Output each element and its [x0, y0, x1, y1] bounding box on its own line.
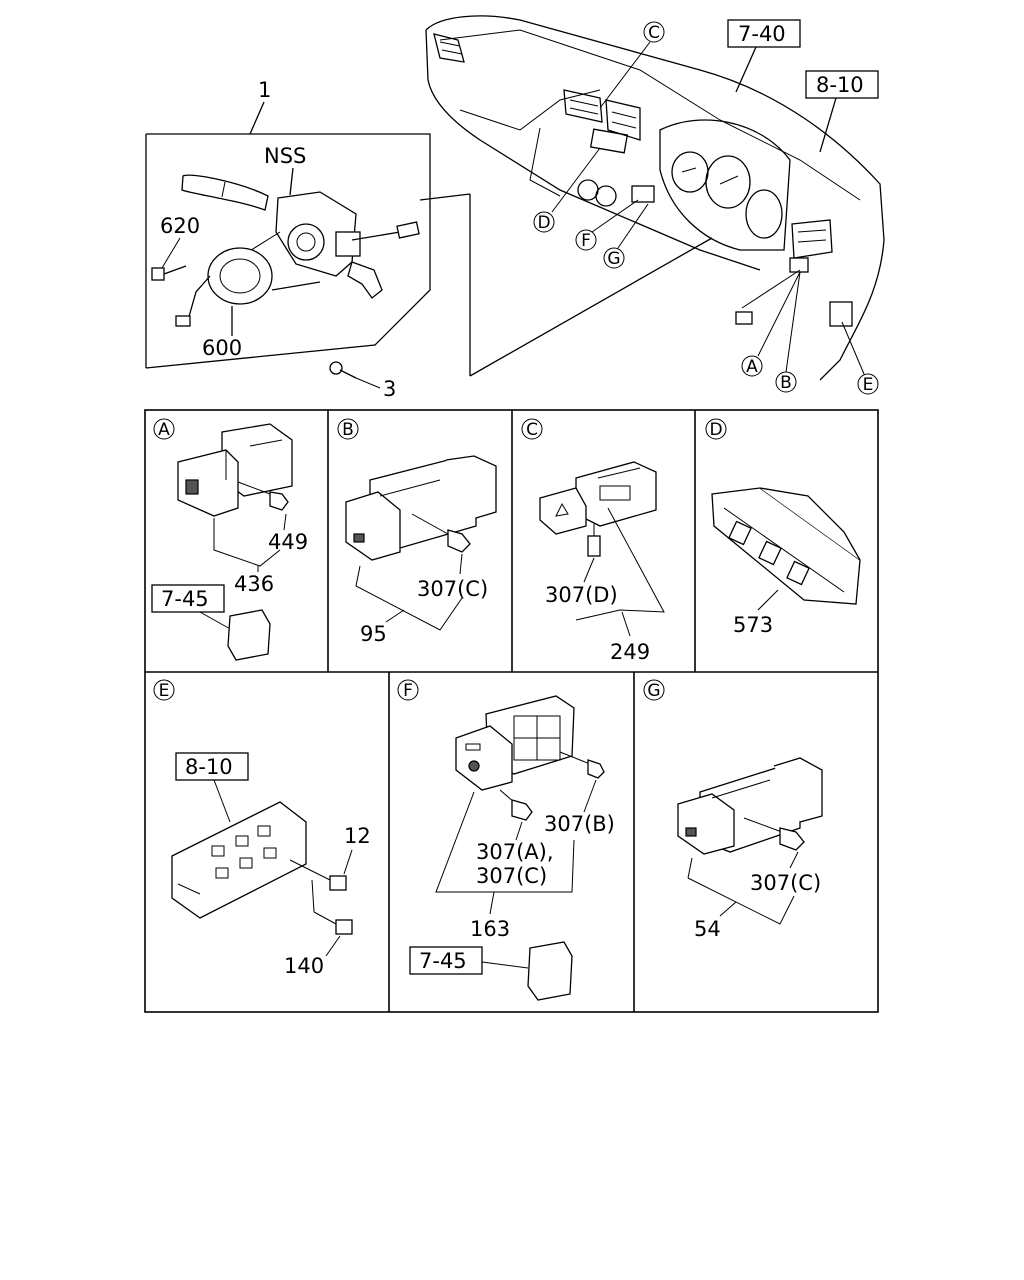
bulb-449 [237, 481, 289, 511]
label-140[interactable]: 140 [284, 954, 324, 978]
svg-text:C: C [648, 23, 660, 43]
switch-a [177, 423, 293, 517]
clock-spring-coil [175, 247, 321, 336]
svg-text:A: A [746, 357, 758, 377]
label-bolt[interactable]: 620 [160, 214, 200, 238]
callout-d[interactable]: D [533, 211, 555, 233]
label-307b[interactable]: 307(B) [544, 812, 615, 836]
bulb-307c [411, 513, 471, 553]
refbox-f [409, 946, 483, 975]
junction-block [171, 801, 307, 919]
panel-e: E 8-10 12 140 [153, 679, 371, 978]
label-coil[interactable]: 600 [202, 336, 242, 360]
bolt-620 [151, 237, 187, 281]
gauge-cluster [659, 119, 791, 251]
refbox-7-40-label[interactable]: 7-40 [738, 22, 786, 46]
panel-b: B 307(C) 95 [337, 418, 497, 646]
screw-3 [329, 361, 381, 389]
refbox-e [175, 752, 249, 781]
svg-text:D: D [537, 213, 550, 233]
switch-b [345, 455, 497, 561]
refbox-a [151, 584, 225, 613]
label-54[interactable]: 54 [694, 917, 721, 941]
panel-a-circle[interactable]: A [158, 420, 170, 440]
callout-g[interactable]: G [603, 247, 625, 269]
label-switch-assy[interactable]: 1 [258, 78, 271, 102]
label-screw[interactable]: 3 [383, 377, 396, 401]
refbox-7-40 [727, 19, 801, 48]
switch-g [677, 757, 823, 855]
vent-right [791, 219, 833, 259]
callout-f[interactable]: F [575, 229, 597, 251]
callout-a[interactable]: A [741, 355, 763, 377]
panel-a: A 449 436 7-45 [151, 418, 308, 661]
panel-g-circle[interactable]: G [647, 681, 660, 701]
label-249[interactable]: 249 [610, 640, 650, 664]
panel-g: G 307(C) 54 [643, 679, 823, 941]
switch-panel-573 [711, 487, 861, 605]
refbox-8-10-label[interactable]: 8-10 [816, 73, 864, 97]
refbox-f-label[interactable]: 7-45 [419, 949, 467, 973]
instrument-panel-group: 7-40 8-10 [425, 15, 885, 395]
svg-text:B: B [780, 373, 792, 393]
svg-text:G: G [607, 249, 620, 269]
label-95[interactable]: 95 [360, 622, 387, 646]
label-449[interactable]: 449 [268, 530, 308, 554]
bulb-307b [559, 751, 605, 779]
label-307d[interactable]: 307(D) [545, 583, 618, 607]
label-12[interactable]: 12 [344, 824, 371, 848]
relay-12 [289, 859, 347, 891]
label-307a[interactable]: 307(A), [476, 840, 554, 864]
bulb-307a [499, 789, 533, 821]
label-307c-b[interactable]: 307(C) [417, 577, 488, 601]
refbox-a-label[interactable]: 7-45 [161, 587, 209, 611]
panel-d-circle[interactable]: D [709, 420, 722, 440]
relay-140 [311, 879, 353, 935]
bulb-307d [587, 524, 601, 557]
label-307c-f[interactable]: 307(C) [476, 864, 547, 888]
label-307c-g[interactable]: 307(C) [750, 871, 821, 895]
panel-f: F 307(B) 307(A), 307(C) 163 7-45 [397, 679, 615, 1001]
panel-d: D 573 [705, 418, 861, 637]
refbox-e-label[interactable]: 8-10 [185, 755, 233, 779]
svg-text:E: E [863, 375, 874, 395]
label-nss[interactable]: NSS [264, 144, 306, 168]
switch-f [455, 695, 575, 791]
label-436[interactable]: 436 [234, 572, 274, 596]
vent-center [563, 89, 641, 141]
turn-signal-stalk [181, 174, 269, 211]
callout-b[interactable]: B [775, 371, 797, 393]
svg-text:F: F [581, 231, 591, 251]
callout-c[interactable]: C [643, 21, 665, 43]
switch-body [231, 191, 420, 299]
switch-c [539, 461, 657, 535]
combination-switch-group: 1 NSS 620 600 3 [145, 78, 713, 401]
detail-grid [144, 409, 879, 1013]
bulb-307c-g [743, 817, 805, 851]
panel-c-circle[interactable]: C [526, 420, 538, 440]
label-163[interactable]: 163 [470, 917, 510, 941]
panel-f-circle[interactable]: F [403, 681, 413, 701]
panel-b-circle[interactable]: B [342, 420, 354, 440]
label-573[interactable]: 573 [733, 613, 773, 637]
refbox-8-10 [805, 70, 879, 99]
callout-e[interactable]: E [857, 373, 879, 395]
vent-left [433, 33, 465, 63]
panel-e-circle[interactable]: E [159, 681, 170, 701]
panel-c: C 307(D) 249 [521, 418, 665, 664]
